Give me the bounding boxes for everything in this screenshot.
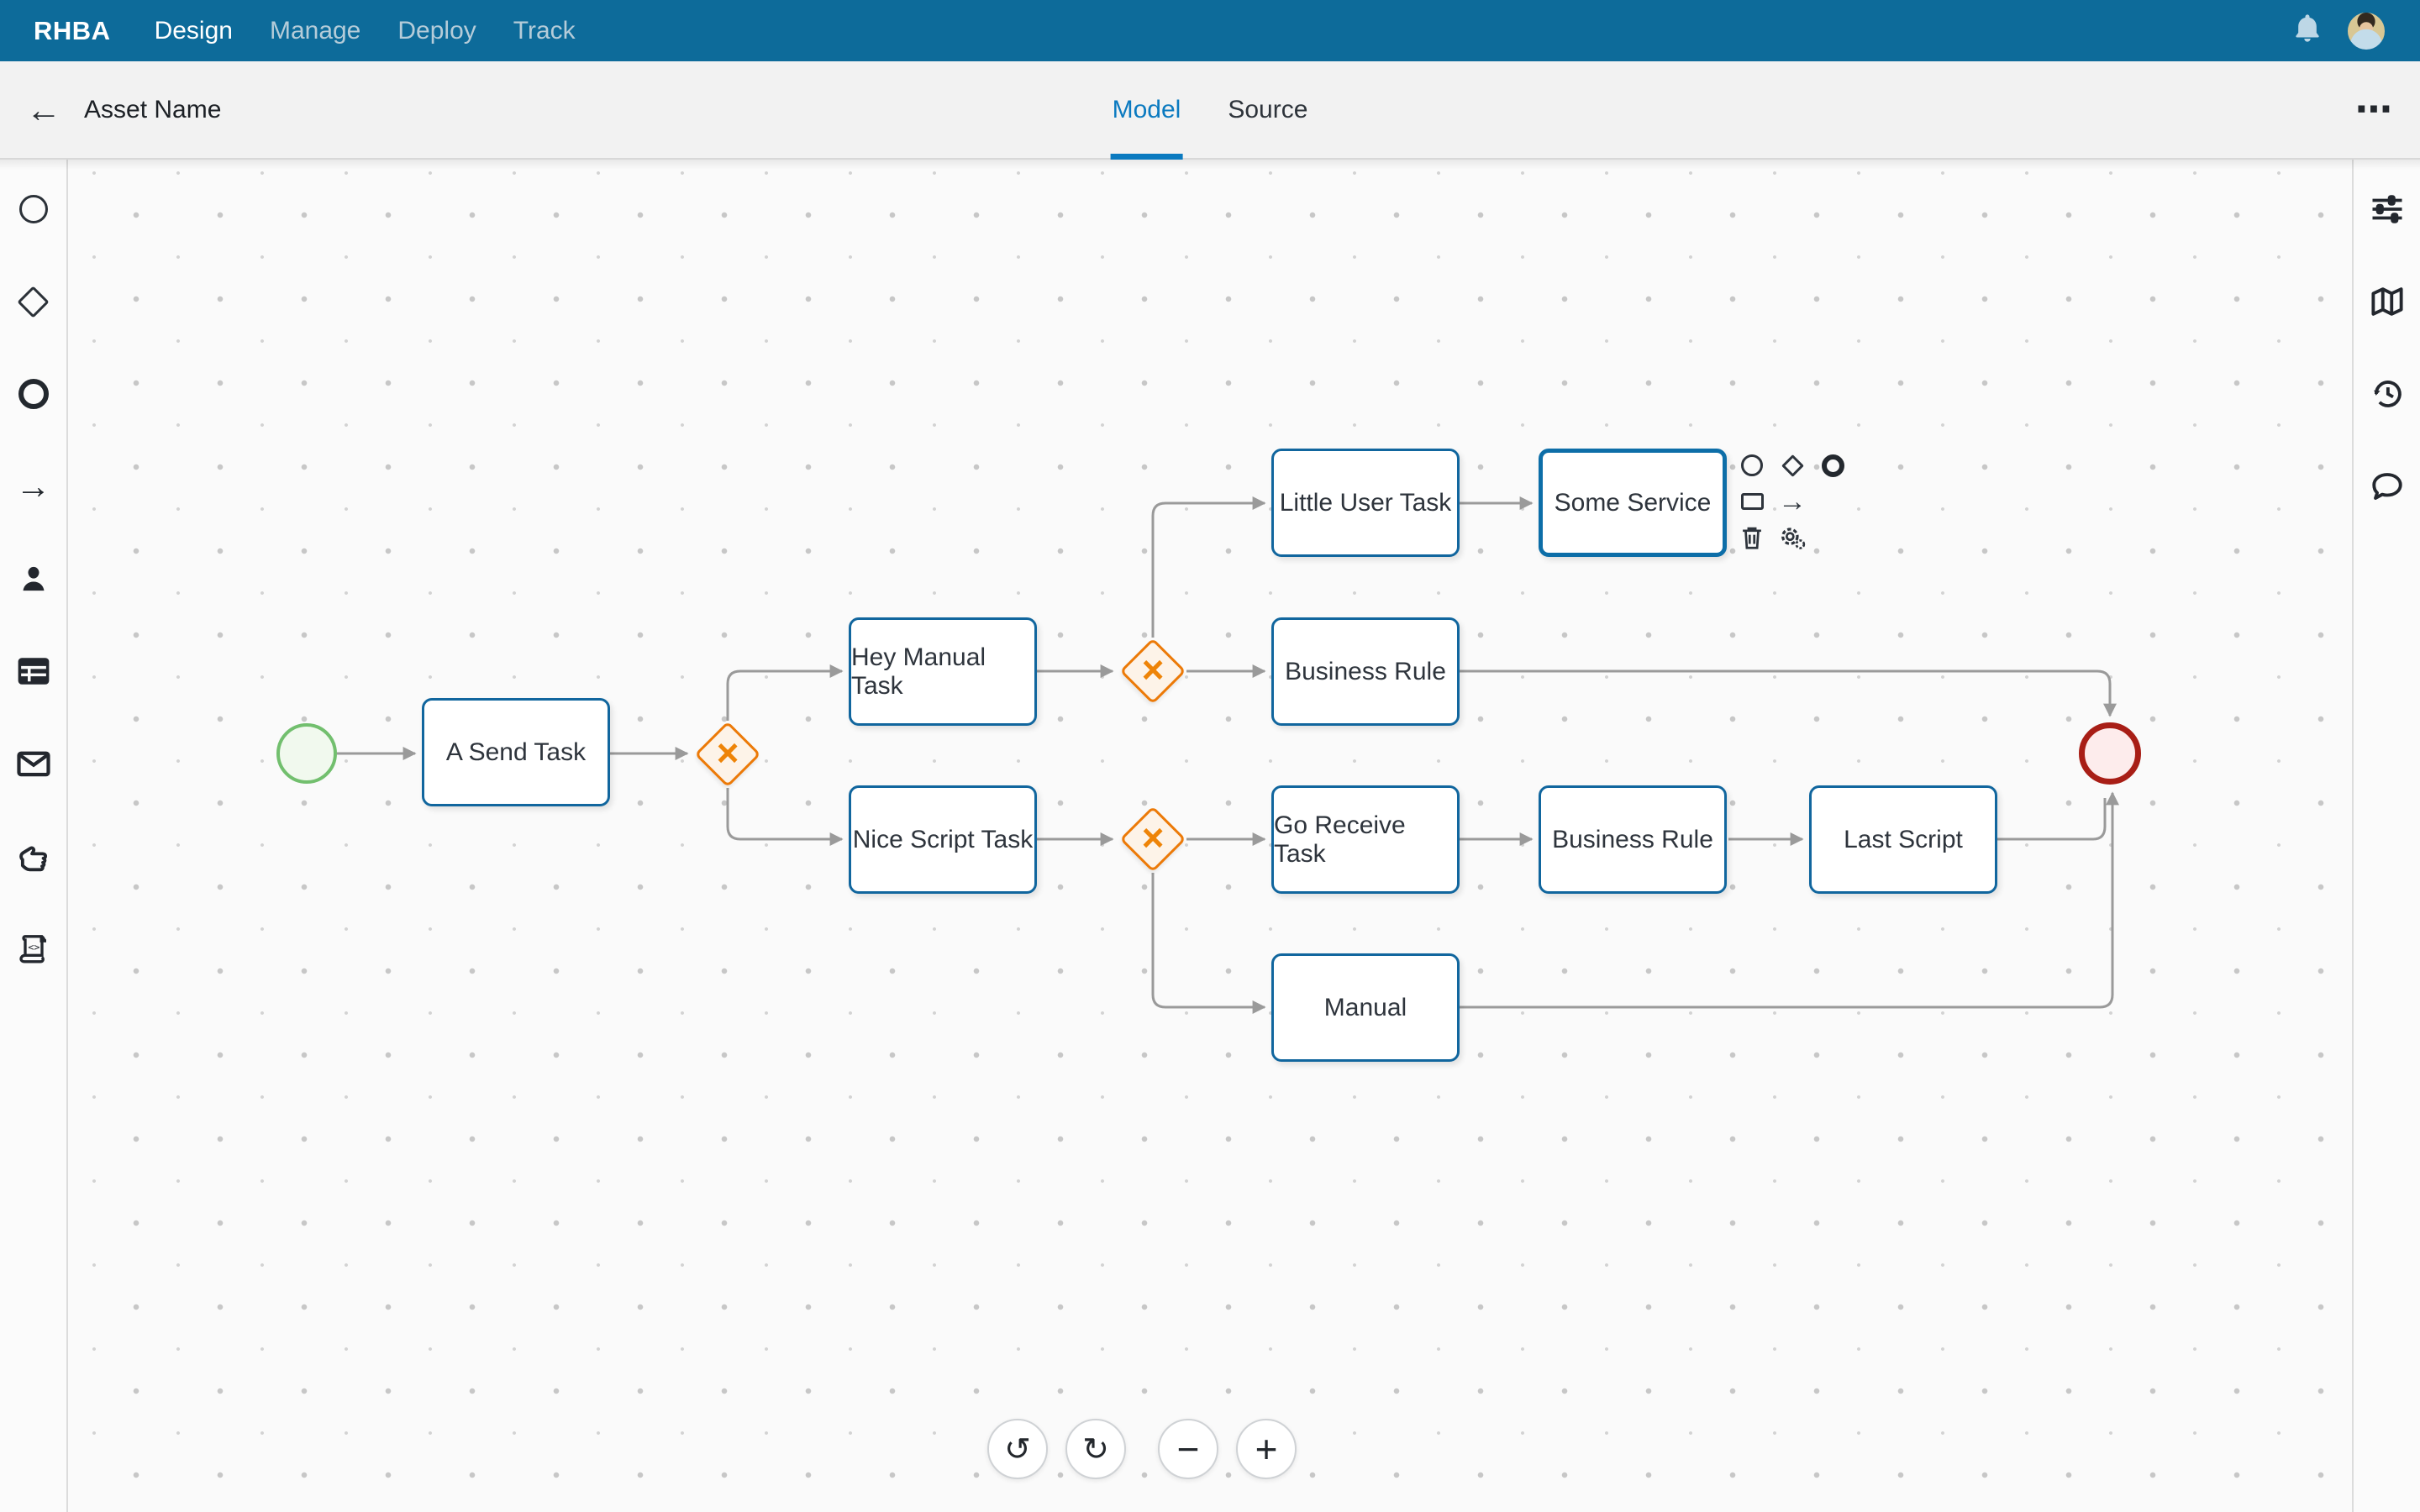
page-title: Asset Name [84, 95, 222, 123]
bold-circle-icon [1821, 454, 1844, 477]
node-label: Business Rule [1552, 825, 1713, 853]
start-event-icon [18, 195, 48, 223]
palette-item-end-event[interactable] [0, 348, 66, 440]
ctx-end-event-button[interactable] [1819, 452, 1846, 479]
circle-icon [1741, 454, 1763, 476]
nav-item-manage[interactable]: Manage [269, 16, 361, 45]
palette-item-business-rule-task[interactable] [0, 625, 66, 717]
palette-item-user-task[interactable] [0, 533, 66, 625]
node-business-rule-2[interactable]: Business Rule [1539, 785, 1727, 894]
node-some-service[interactable]: Some Service [1539, 449, 1727, 557]
node-go-receive-task[interactable]: Go Receive Task [1271, 785, 1460, 894]
docks-toolbar [2352, 160, 2420, 1512]
node-start-event[interactable] [276, 723, 337, 784]
back-button[interactable]: ← [26, 89, 61, 129]
diamond-icon [1781, 454, 1804, 477]
comments-button[interactable] [2354, 440, 2420, 533]
node-business-rule-1[interactable]: Business Rule [1271, 617, 1460, 726]
palette-item-script-task[interactable]: <> [0, 902, 66, 995]
palette-item-sequence-flow[interactable]: → [0, 440, 66, 533]
ctx-gateway-button[interactable] [1779, 452, 1806, 479]
arrow-icon: → [1778, 486, 1807, 517]
palette-item-start-event[interactable] [0, 163, 66, 255]
comment-icon [2371, 473, 2402, 500]
zoom-in-button[interactable]: + [1236, 1419, 1297, 1479]
trash-icon [1743, 527, 1761, 549]
workspace: → <> [0, 160, 2420, 1512]
sequence-flow-edges [337, 496, 2119, 1014]
node-label: Business Rule [1285, 657, 1446, 685]
ctx-start-event-button[interactable] [1739, 452, 1765, 479]
node-context-toolbar: → [1739, 452, 1846, 551]
arrow-icon: → [15, 466, 51, 506]
end-event-icon [18, 379, 49, 409]
node-last-script[interactable]: Last Script [1809, 785, 1997, 894]
history-button[interactable] [2354, 348, 2420, 440]
node-a-send-task[interactable]: A Send Task [422, 698, 610, 806]
map-icon [2370, 287, 2403, 316]
gears-icon [1781, 528, 1806, 549]
nav-item-design[interactable]: Design [154, 16, 233, 45]
node-gateway-2[interactable]: × [1119, 638, 1186, 705]
node-label: A Send Task [445, 738, 587, 766]
node-label: Hey Manual Task [851, 643, 986, 700]
node-label: Manual [1323, 993, 1407, 1021]
properties-button[interactable] [2354, 163, 2420, 255]
node-label: Little User Task [1279, 488, 1452, 517]
bell-icon[interactable] [2291, 12, 2324, 50]
palette-item-manual-task[interactable] [0, 810, 66, 902]
redo-button[interactable]: ↻ [1065, 1419, 1126, 1479]
editor-header: ← Asset Name Model Source ⋯ [0, 61, 2420, 160]
node-nice-script-task[interactable]: Nice Script Task [849, 785, 1037, 894]
node-label: Nice Script Task [852, 825, 1034, 853]
app-logo[interactable]: RHBA [34, 15, 111, 45]
node-little-user-task[interactable]: Little User Task [1271, 449, 1460, 557]
palette-item-message-task[interactable] [0, 717, 66, 810]
node-end-event[interactable] [2079, 722, 2141, 785]
node-manual[interactable]: Manual [1271, 953, 1460, 1062]
palette-item-gateway[interactable] [0, 255, 66, 348]
shapes-palette: → <> [0, 160, 68, 1512]
ctx-flow-button[interactable]: → [1778, 486, 1807, 517]
zoom-out-button[interactable]: − [1158, 1419, 1218, 1479]
node-label: Some Service [1554, 488, 1712, 517]
script-icon: <> [18, 935, 46, 963]
node-label: Go Receive Task [1274, 811, 1406, 868]
tab-model[interactable]: Model [1110, 61, 1183, 160]
history-icon [2373, 381, 2402, 407]
node-hey-manual-task[interactable]: Hey Manual Task [849, 617, 1037, 726]
node-gateway-1[interactable]: × [694, 721, 761, 788]
ctx-delete-button[interactable] [1739, 524, 1765, 551]
explore-diagram-button[interactable] [2354, 255, 2420, 348]
editor-tabs: Model Source [1110, 61, 1310, 160]
sliders-icon [2372, 195, 2402, 223]
envelope-icon [16, 751, 50, 777]
nav-item-deploy[interactable]: Deploy [397, 16, 476, 45]
exclusive-gateway-x: × [1141, 648, 1165, 691]
user-avatar[interactable] [2346, 10, 2386, 51]
main-nav: Design Manage Deploy Track [155, 17, 576, 45]
diagram-canvas[interactable]: A Send Task × Hey Manual Task Nice Scrip… [68, 160, 2352, 1512]
hand-icon [18, 846, 47, 872]
kebab-menu-button[interactable]: ⋯ [2355, 89, 2394, 130]
gateway-icon [17, 285, 50, 318]
node-gateway-3[interactable]: × [1119, 806, 1186, 873]
masthead: RHBA Design Manage Deploy Track [0, 0, 2420, 61]
exclusive-gateway-x: × [716, 731, 739, 774]
ctx-task-button[interactable] [1739, 488, 1765, 515]
undo-button[interactable]: ↺ [987, 1419, 1048, 1479]
nav-item-track[interactable]: Track [513, 16, 576, 45]
tab-source[interactable]: Source [1228, 95, 1308, 123]
table-icon [18, 658, 49, 685]
canvas-controls: ↺ ↻ − + [987, 1419, 1297, 1479]
user-icon [23, 566, 44, 591]
rectangle-icon [1740, 493, 1764, 510]
exclusive-gateway-x: × [1141, 816, 1165, 859]
svg-text:<>: <> [28, 942, 39, 953]
node-label: Last Script [1844, 825, 1963, 853]
ctx-settings-button[interactable] [1779, 524, 1806, 551]
